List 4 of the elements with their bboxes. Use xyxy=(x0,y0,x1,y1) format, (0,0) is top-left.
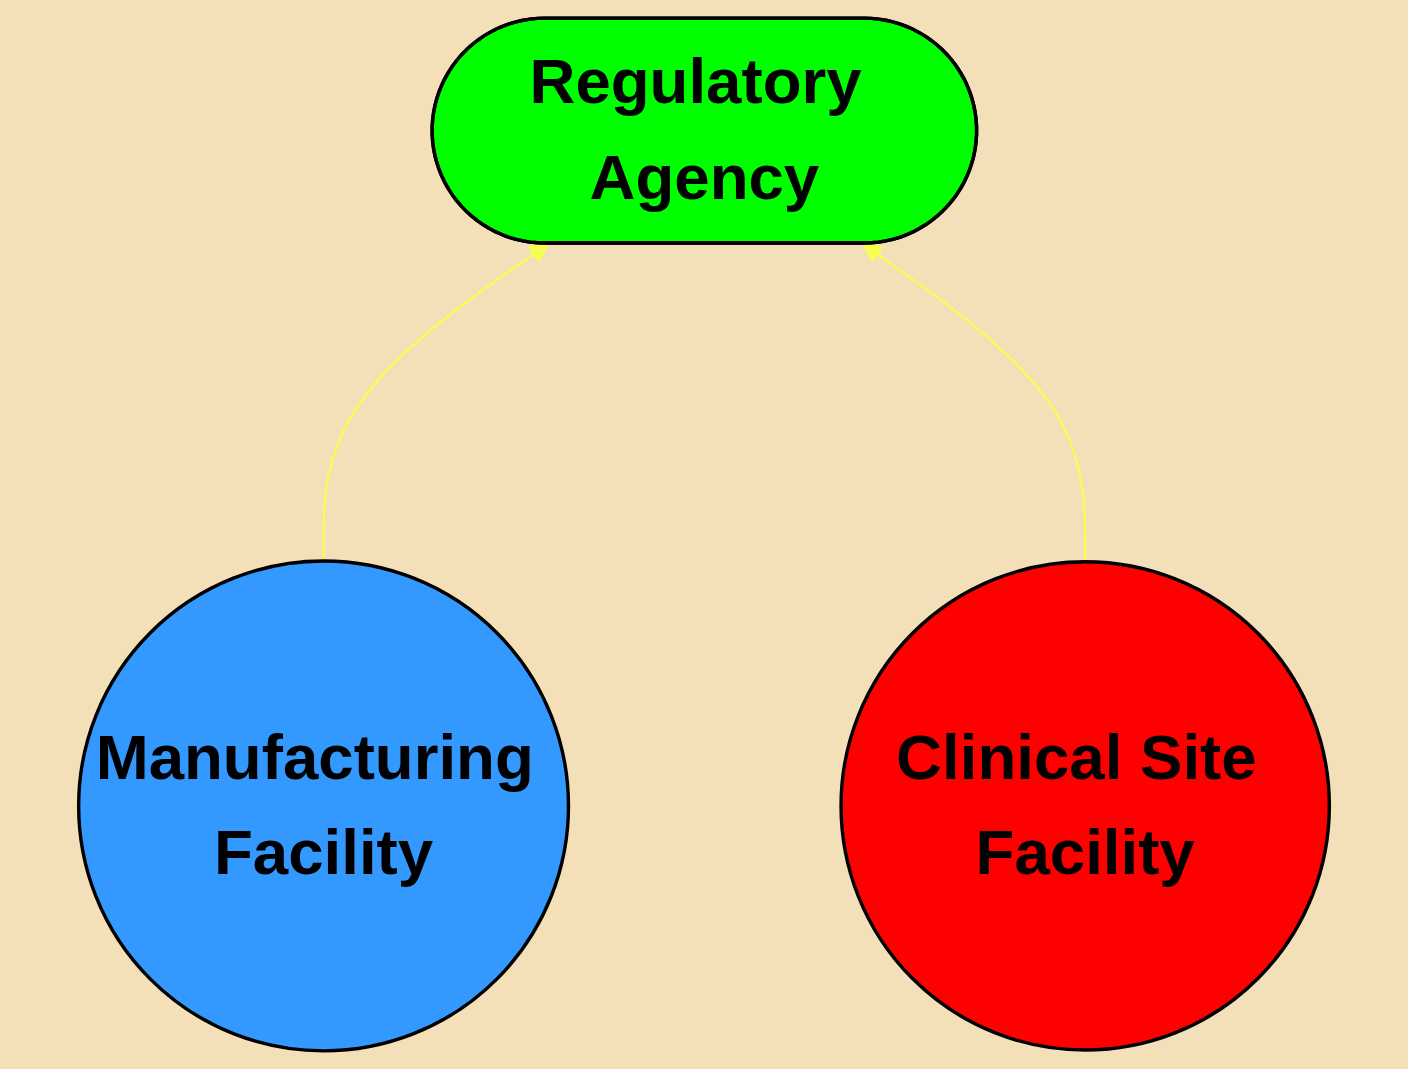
node-circle: Clinical Site Facility xyxy=(839,560,1332,1052)
arrow xyxy=(322,243,549,561)
node-circle: Manufacturing Facility xyxy=(76,559,571,1053)
arrow xyxy=(862,243,1087,562)
